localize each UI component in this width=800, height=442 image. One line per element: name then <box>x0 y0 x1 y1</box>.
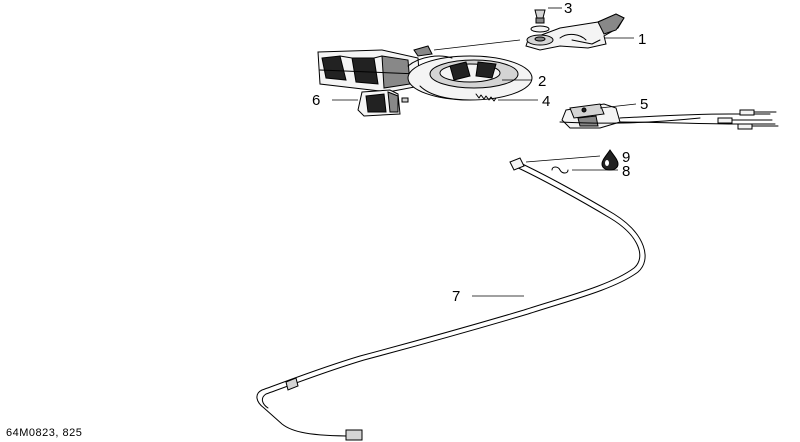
callout-2: 2 <box>538 73 546 90</box>
callout-8: 8 <box>622 163 630 180</box>
part-9-lubricant-drop <box>601 149 619 171</box>
callout-5: 5 <box>640 96 648 113</box>
reference-code: 64M0823, 825 <box>6 427 83 439</box>
part-3-screw <box>530 9 550 33</box>
part-8-clip <box>551 166 569 174</box>
part-1-throttle-lever <box>525 13 625 51</box>
wire-connectors <box>717 109 779 130</box>
part-2-throttle-housing <box>317 45 533 101</box>
callout-labels: 3 1 2 4 5 6 9 8 7 <box>312 0 648 305</box>
part-7-throttle-cable <box>256 157 646 441</box>
leader-lines <box>332 7 637 297</box>
callout-4: 4 <box>542 93 550 110</box>
part-6-cover <box>357 89 409 117</box>
callout-7: 7 <box>452 288 460 305</box>
part-4-spring <box>475 93 497 102</box>
callout-9: 9 <box>622 149 630 166</box>
callout-1: 1 <box>638 31 646 48</box>
callout-3: 3 <box>564 0 572 17</box>
callout-6: 6 <box>312 92 320 109</box>
part-5-switch-assembly <box>559 103 779 130</box>
